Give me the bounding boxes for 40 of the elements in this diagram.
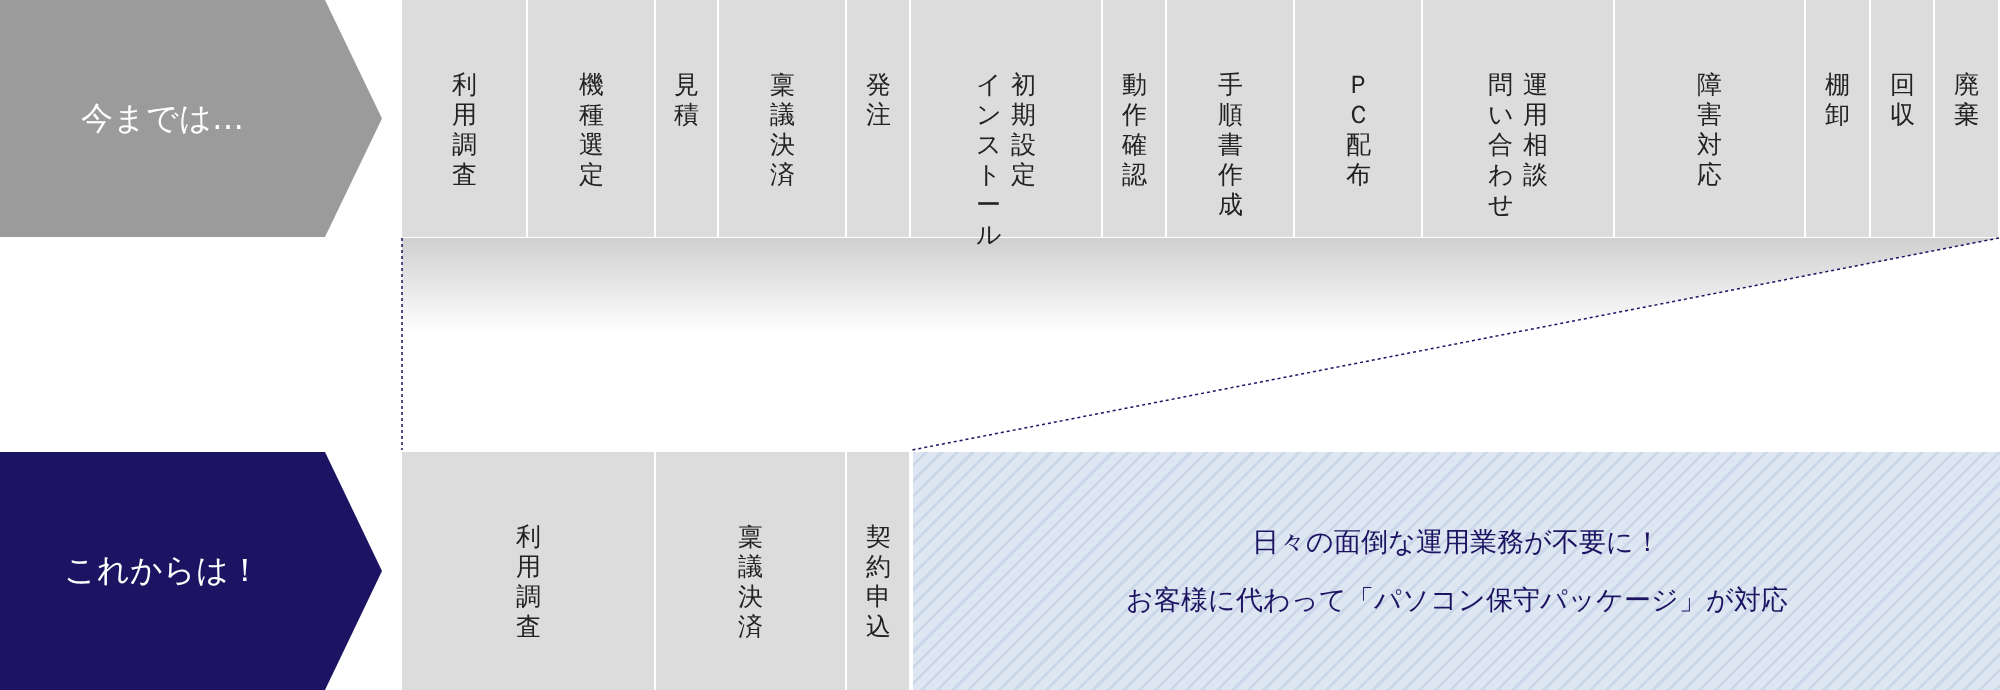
task-panel xyxy=(1167,0,1293,237)
task-label: 運用相談 xyxy=(1522,70,1549,190)
task-panel xyxy=(1615,0,1804,237)
task-label: インストール xyxy=(975,70,1002,250)
task-panel xyxy=(847,452,909,690)
task-label: 機種選定 xyxy=(577,70,605,190)
task-panel xyxy=(402,0,526,237)
task-panel xyxy=(402,452,654,690)
task-label: 契約申込 xyxy=(864,522,892,642)
task-panel xyxy=(1935,0,1998,237)
task-label: 発注 xyxy=(864,70,892,130)
task-panel xyxy=(1295,0,1421,237)
task-label: 障害対応 xyxy=(1696,70,1723,190)
task-label: 棚卸 xyxy=(1824,70,1851,130)
stage-label: これからは！ xyxy=(63,550,262,591)
summary-text: 日々の面倒な運用業務が不要に！ xyxy=(1252,525,1661,559)
task-panel xyxy=(528,0,654,237)
task-panel xyxy=(1871,0,1933,237)
task-label: 動作確認 xyxy=(1120,70,1148,190)
task-panel xyxy=(656,0,717,237)
task-label: 稟議決済 xyxy=(737,522,764,642)
task-panel xyxy=(719,0,845,237)
task-label: 利用調査 xyxy=(514,522,542,642)
task-panel xyxy=(1423,0,1613,237)
task-label: 廃棄 xyxy=(1953,70,1980,130)
task-label: 見積 xyxy=(673,70,700,130)
task-panel xyxy=(1103,0,1165,237)
stage-label: 今までは… xyxy=(80,97,245,139)
task-panel xyxy=(847,0,909,237)
task-label: 利用調査 xyxy=(450,70,478,190)
task-label: ＰＣ配布 xyxy=(1344,70,1372,190)
summary-panel xyxy=(913,452,2000,690)
task-panel xyxy=(1806,0,1869,237)
task-label: 稟議決済 xyxy=(768,70,796,190)
task-label: 初期設定 xyxy=(1010,70,1037,190)
task-label: 手順書作成 xyxy=(1216,70,1244,220)
task-label: 問い合わせ xyxy=(1487,70,1514,220)
task-label: 回収 xyxy=(1888,70,1916,130)
task-panel xyxy=(656,452,845,690)
summary-text: お客様に代わって「パソコン保守パッケージ」が対応 xyxy=(1125,583,1788,617)
